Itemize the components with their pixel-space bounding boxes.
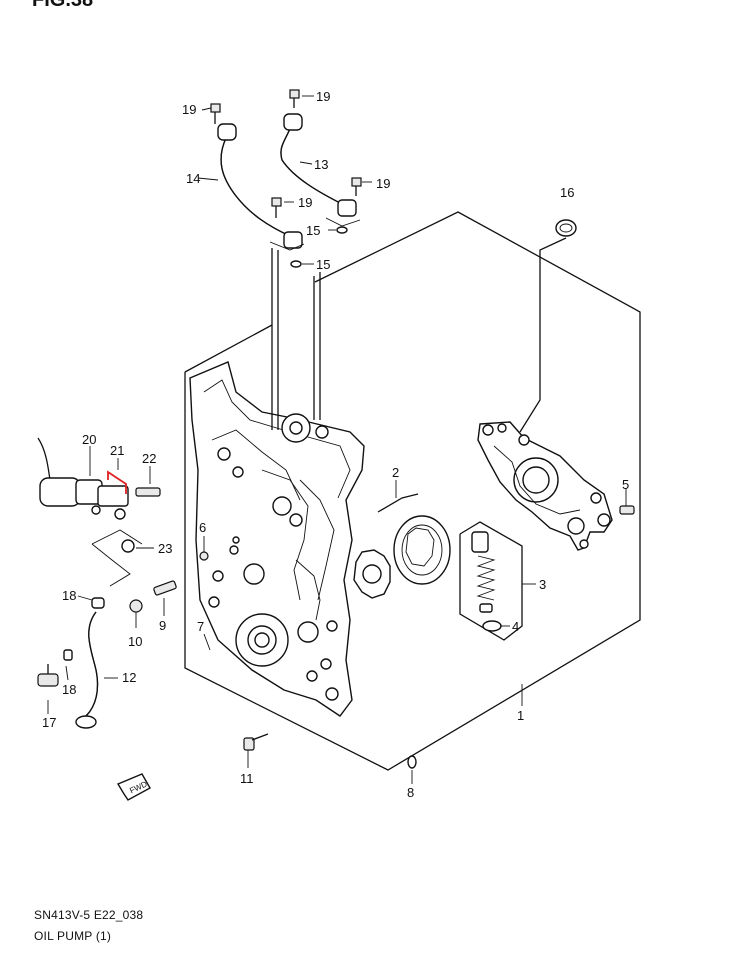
callout-2: 2	[392, 465, 399, 480]
callout-23: 23	[158, 541, 172, 556]
callout-19-upper-right: 19	[316, 89, 330, 104]
callout-10: 10	[128, 634, 142, 649]
leader-lines	[47, 95, 627, 784]
callout-labels: 19 19 19 19 13 14 15 15 16 20 21 22 23 2…	[42, 89, 629, 800]
callout-19-middle: 19	[298, 195, 312, 210]
callout-18-lower: 18	[62, 682, 76, 697]
timing-chain-cover	[189, 361, 365, 717]
callout-17: 17	[42, 715, 56, 730]
callout-12: 12	[122, 670, 136, 685]
oil-pipes-upper	[210, 89, 362, 430]
diagram-code: SN413V-5 E22_038	[34, 908, 144, 922]
oil-pump-housing	[477, 421, 613, 551]
callout-19-right: 19	[376, 176, 390, 191]
callout-16: 16	[560, 185, 574, 200]
callout-6: 6	[199, 520, 206, 535]
oil-control-valve	[37, 437, 161, 587]
callout-20: 20	[82, 432, 96, 447]
callout-21: 21	[110, 443, 124, 458]
assembly-box	[184, 211, 641, 771]
callout-15-upper: 15	[306, 223, 320, 238]
callout-11: 11	[240, 771, 254, 786]
callout-22: 22	[142, 451, 156, 466]
callout-9: 9	[159, 618, 166, 633]
callout-8: 8	[407, 785, 414, 800]
fasteners-lower	[129, 505, 635, 769]
callout-4: 4	[512, 619, 519, 634]
o-ring-16	[519, 219, 577, 433]
callout-7: 7	[197, 619, 204, 634]
callout-3: 3	[539, 577, 546, 592]
diagram-name: OIL PUMP (1)	[34, 929, 112, 943]
forward-arrow: FWD	[116, 773, 151, 801]
callout-5: 5	[622, 477, 629, 492]
callout-1: 1	[517, 708, 524, 723]
gasket-21-highlight	[107, 470, 127, 494]
callout-15-lower: 15	[316, 257, 330, 272]
callout-18-upper: 18	[62, 588, 76, 603]
figure-title: FIG.38	[32, 0, 93, 11]
relief-valve-assembly	[459, 521, 523, 641]
oil-pipe-lower	[37, 597, 105, 729]
callout-14: 14	[186, 171, 200, 186]
callout-19-upper-left: 19	[182, 102, 196, 117]
callout-13: 13	[314, 157, 328, 172]
oil-pump-rotors	[353, 493, 451, 599]
